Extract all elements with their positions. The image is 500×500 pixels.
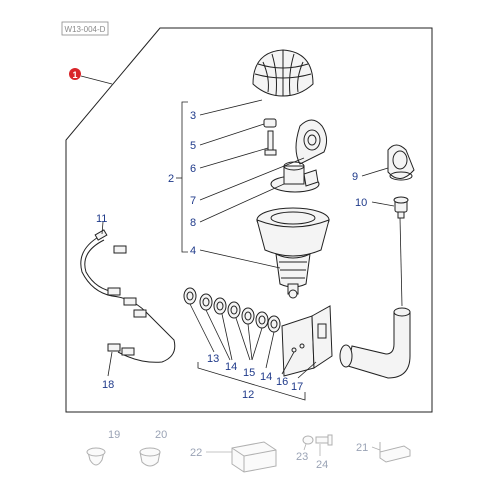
callout-label-6: 6 bbox=[190, 163, 196, 175]
accessory-label-19: 19 bbox=[108, 429, 120, 441]
accessory-plug-19[interactable] bbox=[86, 447, 106, 466]
accessory-label-23: 23 bbox=[296, 451, 308, 463]
accessory-clip-21[interactable] bbox=[379, 442, 411, 463]
callout-label-10: 10 bbox=[355, 197, 367, 209]
accessory-label-22: 22 bbox=[190, 447, 202, 459]
callout-label-7: 7 bbox=[190, 195, 196, 207]
callout-label-14a: 14 bbox=[225, 361, 237, 373]
accessory-plug-20[interactable] bbox=[139, 447, 161, 467]
accessory-label-24: 24 bbox=[316, 459, 328, 471]
accessory-parts: 19 20 22 23 24 21 bbox=[86, 429, 411, 473]
reflector-part[interactable] bbox=[295, 119, 328, 165]
beacon-base-part[interactable] bbox=[256, 207, 330, 299]
callout-label-11: 11 bbox=[96, 213, 107, 225]
leader-1 bbox=[80, 75, 113, 85]
nut-part[interactable] bbox=[263, 118, 277, 128]
callout-label-16: 16 bbox=[276, 376, 288, 388]
callout-1[interactable]: 1 bbox=[69, 68, 81, 80]
callout-label-13: 13 bbox=[207, 353, 219, 365]
callout-label-2: 2 bbox=[168, 173, 174, 185]
callout-label-12: 12 bbox=[242, 389, 254, 401]
callout-label-18: 18 bbox=[102, 379, 114, 391]
accessory-relay-22[interactable] bbox=[231, 441, 277, 473]
leader-lines bbox=[101, 99, 403, 379]
dome-lens-part[interactable] bbox=[252, 49, 314, 97]
accessory-label-21: 21 bbox=[356, 442, 368, 454]
callout-label-3: 3 bbox=[190, 110, 196, 122]
callout-label-15: 15 bbox=[243, 367, 255, 379]
doc-code-box: W13-004-D bbox=[61, 21, 109, 36]
cover-cap-part[interactable] bbox=[387, 144, 415, 181]
doc-code: W13-004-D bbox=[65, 25, 106, 34]
callout-labels: 2 3 5 6 7 8 4 9 10 11 18 13 14 15 14 16 … bbox=[96, 110, 367, 401]
callout-label-8: 8 bbox=[190, 217, 196, 229]
bulb-holder-part[interactable] bbox=[270, 161, 320, 193]
callout-label-17: 17 bbox=[291, 381, 303, 393]
wiring-harness-part[interactable] bbox=[80, 229, 176, 363]
callout-label-14b: 14 bbox=[260, 371, 272, 383]
accessory-screw-23-24[interactable] bbox=[302, 434, 333, 446]
grommet-part[interactable] bbox=[393, 196, 409, 219]
mounting-pipe-part[interactable] bbox=[339, 307, 411, 379]
accessory-label-20: 20 bbox=[155, 429, 167, 441]
callout-label-5: 5 bbox=[190, 140, 196, 152]
mounting-bracket-part[interactable] bbox=[281, 305, 333, 377]
callout-label-9: 9 bbox=[352, 171, 358, 183]
bracket-2 bbox=[181, 101, 188, 253]
bracket-12 bbox=[197, 362, 306, 401]
bolt-part[interactable] bbox=[264, 130, 277, 156]
washer-set-part[interactable] bbox=[183, 287, 281, 333]
callout-label-4: 4 bbox=[190, 245, 196, 257]
assembly-frame bbox=[65, 27, 433, 413]
svg-text:1: 1 bbox=[72, 70, 77, 80]
